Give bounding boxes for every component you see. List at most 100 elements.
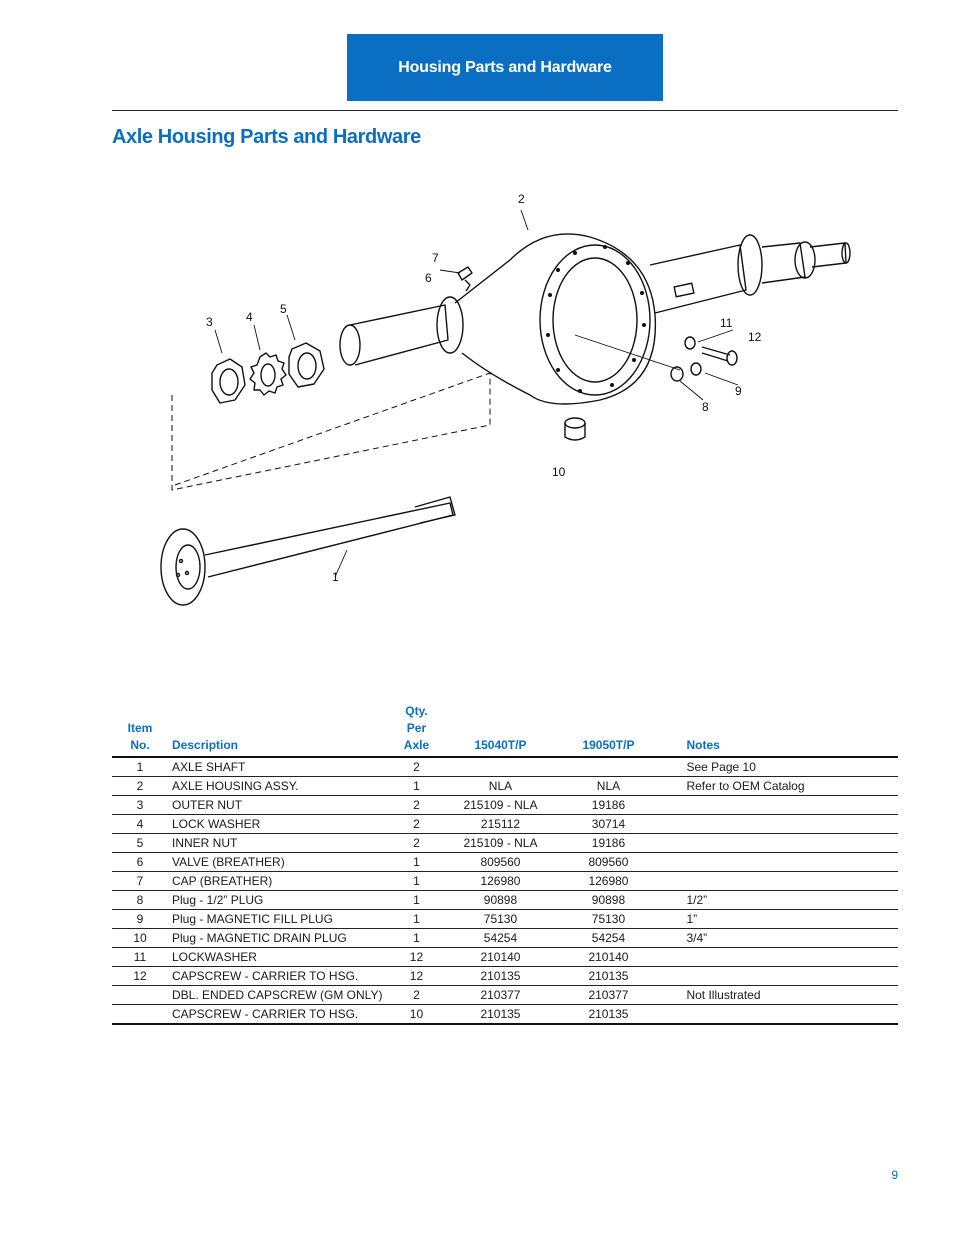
callout-11: 11 xyxy=(720,316,733,330)
cell-qty: 12 xyxy=(386,966,447,986)
cell-description: CAPSCREW - CARRIER TO HSG. xyxy=(168,966,387,986)
col-15040-header: 15040T/P xyxy=(446,703,555,758)
outer-nut xyxy=(211,358,246,404)
cell-item xyxy=(112,985,168,1005)
cell-qty: 1 xyxy=(386,852,447,872)
breather-cap xyxy=(457,266,473,292)
page-number: 9 xyxy=(891,1168,898,1182)
cell-p1: 75130 xyxy=(446,909,555,929)
cell-p2: 210377 xyxy=(554,985,663,1005)
cell-p2: 90898 xyxy=(554,890,663,910)
cell-notes: 1/2” xyxy=(662,890,898,910)
cell-notes: 3/4” xyxy=(662,928,898,948)
cell-notes xyxy=(662,814,898,834)
drain-plug xyxy=(564,417,586,441)
cell-qty: 2 xyxy=(386,985,447,1005)
cell-qty: 1 xyxy=(386,871,447,891)
cell-qty: 2 xyxy=(386,795,447,815)
cell-notes: Not Illustrated xyxy=(662,985,898,1005)
cell-notes xyxy=(662,947,898,967)
lockwasher-small xyxy=(684,336,696,350)
cell-qty: 12 xyxy=(386,947,447,967)
cell-description: Plug - 1/2” PLUG xyxy=(168,890,387,910)
cell-notes xyxy=(662,966,898,986)
cell-p1: 210140 xyxy=(446,947,555,967)
cell-p2: NLA xyxy=(554,776,663,796)
cell-qty: 1 xyxy=(386,909,447,929)
cell-qty: 1 xyxy=(386,890,447,910)
cell-p2: 126980 xyxy=(554,871,663,891)
cell-description: Plug - MAGNETIC FILL PLUG xyxy=(168,909,387,929)
cell-p1: 126980 xyxy=(446,871,555,891)
assembly-guide-line xyxy=(171,372,491,491)
cell-p1: 809560 xyxy=(446,852,555,872)
cell-p1: 215112 xyxy=(446,814,555,834)
cell-p1: NLA xyxy=(446,776,555,796)
cell-notes xyxy=(662,852,898,872)
cell-p1: 90898 xyxy=(446,890,555,910)
callout-10: 10 xyxy=(552,465,566,479)
cell-description: OUTER NUT xyxy=(168,795,387,815)
capscrew xyxy=(701,346,738,366)
lock-washer xyxy=(249,352,287,396)
cell-item: 11 xyxy=(112,947,168,967)
callout-8: 8 xyxy=(702,400,709,414)
cell-item: 4 xyxy=(112,814,168,834)
cell-notes: See Page 10 xyxy=(662,757,898,777)
cell-description: Plug - MAGNETIC DRAIN PLUG xyxy=(168,928,387,948)
col-19050-header: 19050T/P xyxy=(554,703,663,758)
cell-description: LOCKWASHER xyxy=(168,947,387,967)
cell-notes xyxy=(662,1004,898,1025)
callout-9: 9 xyxy=(735,384,742,398)
cell-item: 9 xyxy=(112,909,168,929)
cell-description: AXLE HOUSING ASSY. xyxy=(168,776,387,796)
cell-p2: 19186 xyxy=(554,795,663,815)
cell-qty: 1 xyxy=(386,776,447,796)
cell-item: 1 xyxy=(112,757,168,777)
cell-item: 2 xyxy=(112,776,168,796)
page-title: Axle Housing Parts and Hardware xyxy=(112,126,421,148)
cell-notes xyxy=(662,833,898,853)
cell-description: LOCK WASHER xyxy=(168,814,387,834)
cell-item: 10 xyxy=(112,928,168,948)
callout-3: 3 xyxy=(206,315,213,329)
cell-description: AXLE SHAFT xyxy=(168,757,387,777)
cell-description: CAPSCREW - CARRIER TO HSG. xyxy=(168,1004,387,1025)
exploded-axle-diagram: 2 7 6 3 4 5 11 12 9 8 10 1 xyxy=(160,192,851,606)
cell-p1: 215109 - NLA xyxy=(446,795,555,815)
cell-p1: 210135 xyxy=(446,1004,555,1025)
callout-12: 12 xyxy=(748,330,762,344)
cell-p2: 210140 xyxy=(554,947,663,967)
cell-item xyxy=(112,1004,168,1025)
callout-6: 6 xyxy=(425,271,432,285)
cell-qty: 1 xyxy=(386,928,447,948)
header-divider xyxy=(112,110,898,111)
fill-plug xyxy=(670,362,702,382)
callout-1: 1 xyxy=(332,570,339,584)
col-description-header: Description xyxy=(168,703,387,758)
cell-item: 6 xyxy=(112,852,168,872)
cell-p2: 210135 xyxy=(554,1004,663,1025)
axle-housing xyxy=(339,233,851,405)
col-notes-header: Notes xyxy=(662,703,898,758)
cell-notes xyxy=(662,871,898,891)
inner-nut xyxy=(288,342,325,388)
cell-notes xyxy=(662,795,898,815)
axle-shaft xyxy=(160,496,456,606)
cell-notes: 1” xyxy=(662,909,898,929)
cell-p1: 54254 xyxy=(446,928,555,948)
cell-p2: 809560 xyxy=(554,852,663,872)
cell-description: INNER NUT xyxy=(168,833,387,853)
cell-p1: 215109 - NLA xyxy=(446,833,555,853)
